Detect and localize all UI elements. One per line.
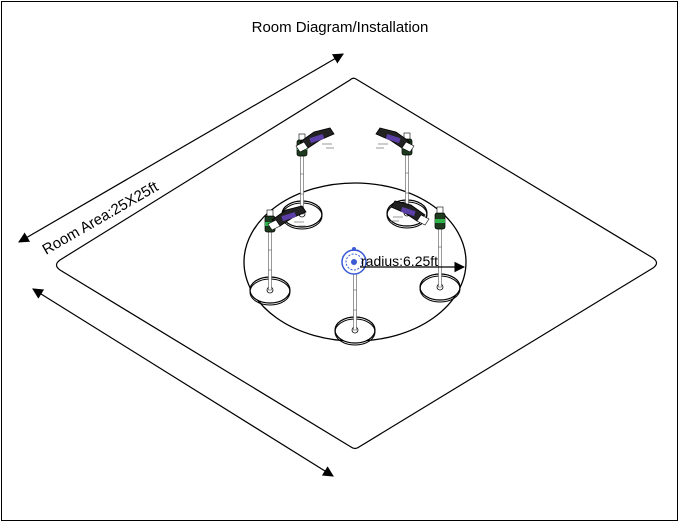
speaker-hub-icon xyxy=(341,247,367,275)
diagram-title: Room Diagram/Installation xyxy=(252,19,429,36)
room-depth-arrow xyxy=(32,288,334,477)
room-width-arrow xyxy=(18,53,344,243)
radius-label: radius:6.25ft xyxy=(361,253,438,269)
